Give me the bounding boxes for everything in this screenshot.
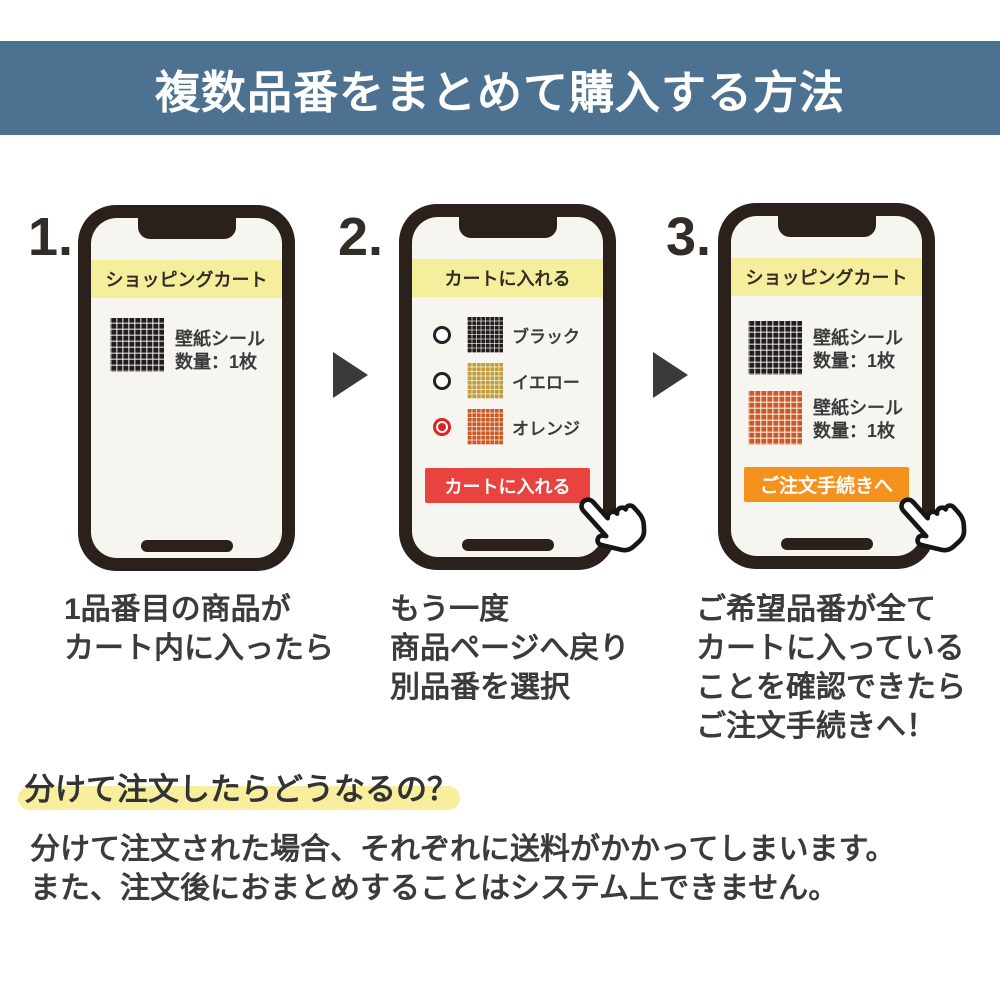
checkout-label: ご注文手続きへ	[759, 476, 893, 497]
item-name: 壁紙シール	[175, 329, 265, 349]
add-to-cart-button[interactable]: カートに入れる	[425, 468, 590, 503]
swatch-black-icon	[110, 318, 164, 372]
cart-item: 壁紙シール 数量：1枚	[813, 397, 903, 443]
phone-1-screen: ショッピングカート 壁紙シール 数量：1枚	[91, 218, 282, 558]
phone-3-screen-title: ショッピングカート	[731, 258, 922, 296]
step-2-number: 2.	[338, 207, 384, 267]
faq-heading: 分けて注文したらどうなるの？	[24, 772, 458, 807]
faq-body: 分けて注文された場合、それぞれに送料がかかってしまいます。 また、注文後におまと…	[30, 830, 896, 908]
home-indicator	[140, 540, 233, 552]
checkout-button[interactable]: ご注文手続きへ	[744, 467, 909, 502]
item-qty: 数量：1枚	[813, 421, 896, 441]
swatch-yellow-icon	[467, 363, 503, 399]
step-2-caption: もう一度 商品ページへ戻り 別品番を選択	[390, 590, 629, 707]
phone-2: カートに入れる ブラック イエロー オレンジ カートに入れる	[399, 204, 616, 570]
page-title: 複数品番をまとめて購入する方法	[154, 66, 845, 118]
caption-line: 1品番目の商品が	[64, 593, 291, 626]
phone-1-screen-title: ショッピングカート	[91, 260, 282, 298]
phone-3: ショッピングカート 壁紙シール 数量：1枚 壁紙シール 数量：1枚 ご注文手続き…	[718, 203, 935, 569]
radio-checked-icon[interactable]	[433, 418, 451, 436]
phone-3-notch-icon	[777, 216, 876, 237]
step-1-number: 1.	[28, 207, 74, 267]
caption-line: ご注文手続きへ！	[696, 710, 936, 743]
item-qty: 数量：1枚	[175, 352, 258, 372]
hand-cursor-icon	[899, 497, 967, 553]
option-label: オレンジ	[512, 419, 580, 439]
radio-dot	[438, 423, 446, 431]
add-to-cart-label: カートに入れる	[444, 476, 571, 497]
heading-highlight	[18, 786, 460, 810]
caption-line: 商品ページへ戻り	[390, 632, 630, 665]
swatch-orange-icon	[748, 391, 802, 445]
caption-line: ご希望品番が全て	[696, 593, 936, 626]
phone-1-notch-icon	[137, 218, 236, 239]
cart-item: 壁紙シール 数量：1枚	[175, 328, 265, 374]
hand-cursor-icon	[579, 497, 647, 553]
item-qty: 数量：1枚	[813, 351, 896, 371]
item-name: 壁紙シール	[813, 328, 903, 348]
caption-line: カートに入っている	[696, 632, 965, 665]
option-label: ブラック	[512, 327, 580, 347]
swatch-black-icon	[748, 321, 802, 375]
swatch-orange-icon	[467, 409, 503, 445]
faq-body-line: また、注文後におまとめすることはシステム上できません。	[30, 872, 839, 905]
color-option-black[interactable]: ブラック	[412, 317, 603, 353]
faq-body-line: 分けて注文された場合、それぞれに送料がかかってしまいます。	[30, 833, 896, 866]
phone-2-notch-icon	[458, 217, 557, 238]
home-indicator	[780, 538, 873, 550]
arrow-right-icon	[333, 352, 368, 398]
phone-1: ショッピングカート 壁紙シール 数量：1枚	[78, 205, 295, 571]
step-1-caption: 1品番目の商品が カート内に入ったら	[64, 590, 334, 668]
phone-2-screen: カートに入れる ブラック イエロー オレンジ カートに入れる	[412, 217, 603, 557]
radio-unchecked-icon[interactable]	[433, 326, 451, 344]
item-name: 壁紙シール	[813, 398, 903, 418]
page-title-banner: 複数品番をまとめて購入する方法	[0, 41, 1000, 135]
arrow-right-icon	[653, 352, 688, 398]
phone-3-screen: ショッピングカート 壁紙シール 数量：1枚 壁紙シール 数量：1枚 ご注文手続き…	[731, 216, 922, 556]
radio-unchecked-icon[interactable]	[433, 372, 451, 390]
caption-line: もう一度	[390, 593, 510, 626]
step-3-number: 3.	[666, 207, 712, 267]
caption-line: ことを確認できたら	[696, 671, 966, 704]
cart-item: 壁紙シール 数量：1枚	[813, 327, 903, 373]
home-indicator	[461, 539, 554, 551]
caption-line: 別品番を選択	[390, 671, 570, 704]
swatch-black-icon	[467, 317, 503, 353]
color-option-orange[interactable]: オレンジ	[412, 409, 603, 445]
color-option-yellow[interactable]: イエロー	[412, 363, 603, 399]
option-label: イエロー	[512, 373, 580, 393]
caption-line: カート内に入ったら	[64, 632, 334, 665]
phone-2-screen-title: カートに入れる	[412, 259, 603, 297]
step-3-caption: ご希望品番が全て カートに入っている ことを確認できたら ご注文手続きへ！	[696, 590, 966, 746]
